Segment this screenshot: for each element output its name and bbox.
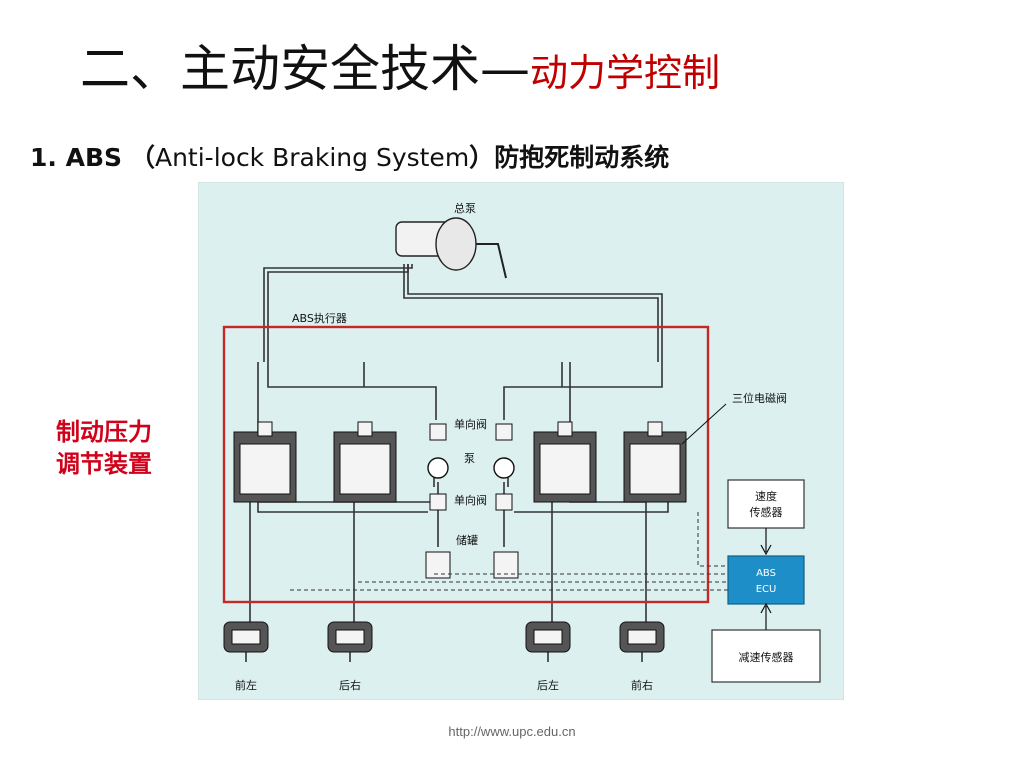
side-label-line1: 制动压力: [56, 418, 152, 446]
decel-to-ecu-arrow: [760, 602, 772, 630]
ecu-wiring: [290, 512, 728, 591]
wheel-brake-rear-right: [327, 621, 373, 653]
speed-sensor-label-line2: 传感器: [750, 506, 783, 519]
subtitle-english: Anti-lock Braking System: [154, 143, 470, 172]
pump-label: 泵: [464, 452, 475, 465]
slide-subtitle: 1. ABS （Anti-lock Braking System）防抱死制动系统: [30, 138, 669, 174]
abs-diagram: 总泵 ABS执行器 三位电磁阀 单向阀 泵 单向阀 储罐 速度 传感器 ABS …: [198, 182, 844, 700]
pump-left-icon: [427, 457, 449, 479]
solenoid-valve-3: [533, 421, 597, 503]
valve-callout-line: [681, 403, 727, 445]
three-position-valve-label: 三位电磁阀: [732, 391, 787, 405]
title-accent: 动力学控制: [530, 51, 721, 95]
abs-actuator-label: ABS执行器: [292, 311, 347, 325]
wheel-label-front-left: 前左: [235, 678, 257, 692]
check-valve-bottom-left: [429, 493, 447, 511]
check-valve-top-left: [429, 423, 447, 441]
speed-sensor-label-line1: 速度: [755, 489, 777, 503]
decel-sensor-label: 减速传感器: [739, 651, 794, 664]
reservoir-label: 储罐: [456, 533, 478, 547]
wheel-label-front-right: 前右: [631, 678, 653, 692]
subtitle-close-paren: ）: [469, 143, 495, 172]
pump-right-icon: [493, 457, 515, 479]
subtitle-chinese: 防抱死制动系统: [494, 143, 670, 172]
subtitle-open-paren: （: [129, 143, 155, 172]
abs-actuator-outline: [222, 325, 710, 604]
wheel-label-rear-left: 后左: [537, 679, 559, 692]
brake-booster-icon: [435, 217, 477, 271]
slide-title: 二、主动安全技术—动力学控制: [80, 44, 720, 94]
title-main: 二、主动安全技术—: [80, 40, 530, 98]
solenoid-valve-1: [233, 421, 297, 503]
wheel-label-rear-right: 后右: [339, 678, 361, 692]
wheel-brake-front-right: [619, 621, 665, 653]
speed-sensor-box: [727, 479, 805, 529]
pressure-regulator-label: 制动压力 调节装置: [56, 416, 180, 480]
wheel-brake-rear-left: [525, 621, 571, 653]
subtitle-number: 1. ABS: [30, 143, 123, 172]
check-valve-bottom-right: [495, 493, 513, 511]
solenoid-valve-4: [623, 421, 687, 503]
check-valve-top-label: 单向阀: [454, 417, 487, 431]
sensor-to-ecu-arrow: [760, 528, 772, 556]
abs-ecu-label-line2: ECU: [756, 584, 777, 595]
solenoid-valve-2: [333, 421, 397, 503]
check-valve-bottom-label: 单向阀: [454, 493, 487, 507]
decel-sensor-box: [711, 629, 821, 683]
footer-url: http://www.upc.edu.cn: [448, 724, 576, 739]
wheel-brake-front-left: [223, 621, 269, 653]
abs-ecu-label-line1: ABS: [756, 568, 776, 579]
abs-ecu-box: [727, 555, 805, 605]
brake-pedal-icon: [476, 243, 507, 279]
side-label-line2: 调节装置: [56, 450, 152, 478]
check-valve-top-right: [495, 423, 513, 441]
master-cylinder-label: 总泵: [454, 201, 476, 215]
